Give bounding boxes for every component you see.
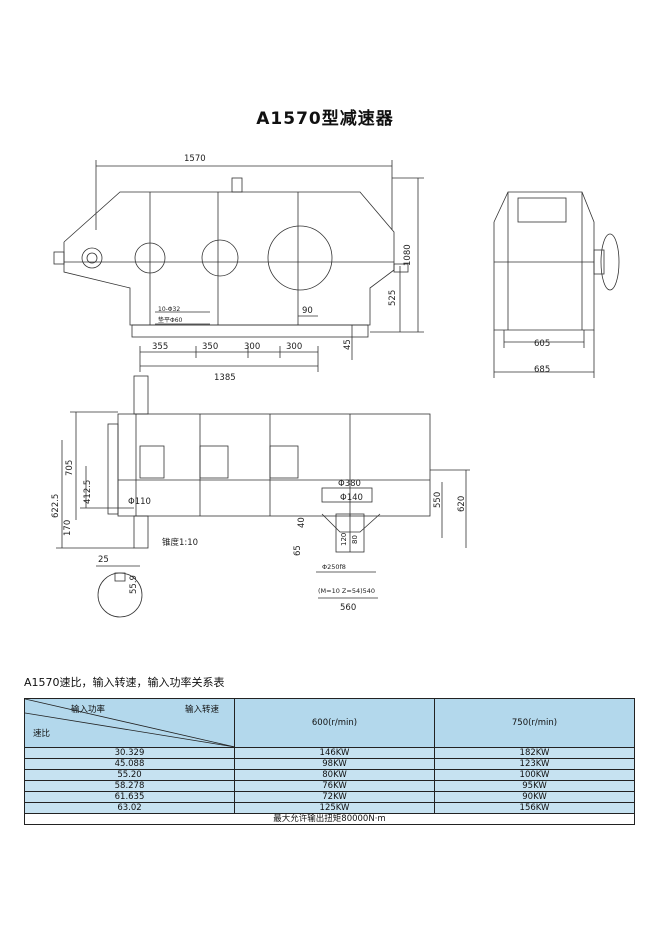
dim-685: 685	[534, 365, 550, 375]
dim-90: 90	[302, 306, 313, 316]
cell-ratio: 63.02	[24, 802, 235, 814]
table-row: 55.20 80KW 100KW	[24, 769, 635, 781]
dim-705: 705	[65, 460, 75, 476]
dim-170: 170	[63, 520, 73, 536]
cell-power-600: 125KW	[234, 802, 435, 814]
side-view	[493, 191, 620, 378]
gear-note: (M=10 Z=54)540	[318, 587, 375, 595]
dim-550: 550	[433, 492, 443, 508]
header-input-power: 输入功率	[71, 705, 106, 715]
dim-560: 560	[340, 603, 356, 613]
table-row: 63.02 125KW 156KW	[24, 802, 635, 814]
dim-65: 65	[293, 545, 303, 556]
dim-605: 605	[534, 339, 550, 349]
keyway-width: 25	[98, 555, 109, 565]
keyway-depth: 55.9	[129, 575, 139, 594]
header-input-speed: 输入转速	[185, 705, 220, 715]
header-speed-600: 600(r/min)	[234, 698, 435, 748]
cell-power-750: 100KW	[434, 769, 635, 781]
cell-power-600: 80KW	[234, 769, 435, 781]
input-shaft-dia: Φ110	[128, 497, 151, 507]
bolt-note: 10-Φ32	[158, 306, 180, 313]
dim-622-5: 622.5	[51, 494, 61, 518]
cell-power-600: 98KW	[234, 758, 435, 770]
flange-dia-f8: Φ250f8	[322, 563, 346, 571]
dim-spacing-3: 300	[244, 342, 260, 352]
flange-dia-shaft: Φ140	[340, 493, 363, 503]
dim-525: 525	[388, 290, 398, 306]
cell-power-600: 146KW	[234, 747, 435, 759]
dim-80: 80	[351, 535, 359, 544]
diagonal-lines	[25, 699, 235, 747]
dim-spacing-1: 355	[152, 342, 168, 352]
table-footer-torque: 最大允许输出扭矩80000N·m	[24, 813, 635, 825]
front-view	[53, 160, 424, 372]
plan-view	[56, 375, 470, 599]
header-ratio: 速比	[33, 729, 51, 739]
cell-ratio: 58.278	[24, 780, 235, 792]
cell-power-750: 123KW	[434, 758, 635, 770]
cell-power-750: 90KW	[434, 791, 635, 803]
table-row: 61.635 72KW 90KW	[24, 791, 635, 803]
cell-power-600: 72KW	[234, 791, 435, 803]
dim-40: 40	[297, 517, 307, 528]
table-caption: A1570速比，输入转速，输入功率关系表	[24, 676, 225, 689]
taper-label: 锥度1:10	[162, 537, 198, 548]
keyway-section	[96, 565, 143, 618]
flange-dia-outer: Φ380	[338, 479, 361, 489]
dim-spacing-4: 300	[286, 342, 302, 352]
cell-power-750: 156KW	[434, 802, 635, 814]
dim-1385: 1385	[214, 373, 236, 383]
table-row: 30.329 146KW 182KW	[24, 747, 635, 759]
ratio-power-table: 输入功率 输入转速 速比 600(r/min) 750(r/min) 30.32…	[24, 698, 635, 825]
cell-ratio: 30.329	[24, 747, 235, 759]
cell-ratio: 61.635	[24, 791, 235, 803]
table-row: 45.088 98KW 123KW	[24, 758, 635, 770]
cell-power-600: 76KW	[234, 780, 435, 792]
dim-45: 45	[343, 339, 353, 350]
dim-120: 120	[340, 533, 348, 546]
dim-spacing-2: 350	[202, 342, 218, 352]
dim-1080: 1080	[403, 244, 413, 266]
dim-412-5: 412.5	[83, 480, 93, 504]
cell-power-750: 95KW	[434, 780, 635, 792]
header-speed-750: 750(r/min)	[434, 698, 635, 748]
cell-ratio: 45.088	[24, 758, 235, 770]
page-title: A1570型减速器	[256, 109, 394, 129]
dim-1570: 1570	[184, 154, 206, 164]
dim-620: 620	[457, 496, 467, 512]
table-row: 58.278 76KW 95KW	[24, 780, 635, 792]
table-header-diagonal-cell: 输入功率 输入转速 速比	[24, 698, 235, 748]
engineering-drawing: 1570 1080 525 90 45 10-Φ32 垫平Φ60 355 350…	[51, 154, 620, 618]
washer-note: 垫平Φ60	[158, 316, 183, 324]
cell-ratio: 55.20	[24, 769, 235, 781]
cell-power-750: 182KW	[434, 747, 635, 759]
